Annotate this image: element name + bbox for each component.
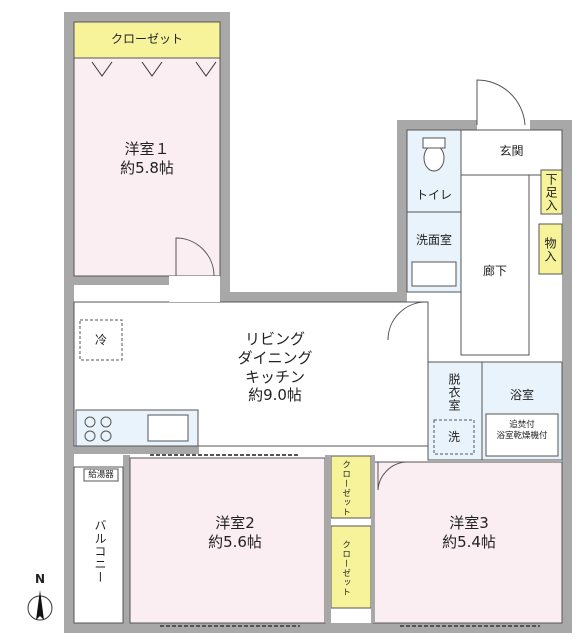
toilet-bowl [423,144,445,172]
western-room-2-floor [129,457,326,624]
western-room-1-floor [73,57,221,277]
storage-box [538,223,563,275]
closet-mid-2-label: クローゼット [340,539,351,597]
toilet-label: トイレ [415,188,452,202]
fridge-space [79,319,123,361]
wash-label: 洗 [447,430,460,444]
closet-door-marks [91,61,217,77]
kitchen-sink [147,414,189,442]
shoe-box-label: 下足入 [544,172,558,212]
water-heater-label: 給湯器 [88,470,114,480]
toilet-tank [422,137,446,149]
balcony-floor [73,466,124,624]
western-room-1-size: 約5.8帖 [120,158,174,177]
compass-icon [27,590,53,621]
washer-space [433,419,475,455]
western-room-1-label: 洋室１ 約5.8帖 [74,140,220,178]
bath-dryer-line1: 追焚付 [509,420,535,430]
western-room-2-size: 約5.6帖 [208,532,262,551]
western-room-3-label: 洋室3 約5.4帖 [404,514,534,552]
washroom-label: 洗面室 [415,233,452,247]
closet-top-box [73,21,221,59]
entry-door-swing [476,79,526,126]
entrance-floor [460,129,563,176]
closet-mid-2-box [330,525,372,609]
western-room-2-label: 洋室2 約5.6帖 [170,514,300,552]
hallway-floor [460,174,530,356]
closet-top-label: クローゼット [110,32,183,46]
window-marks [150,454,540,627]
western-room-1-name: 洋室１ [124,140,170,158]
ldk-line1: リビング [244,330,305,348]
water-heater-box [83,468,119,482]
closet-mid-1-label: クローゼット [340,460,351,517]
western-room-3-size: 約5.4帖 [442,532,496,551]
fridge-label: 冷 [94,333,107,347]
western-room-3-name: 洋室3 [449,514,489,532]
bath-dryer-panel [485,413,559,457]
stove-burners [84,416,112,442]
ldk-line3: キッチン [244,367,305,386]
entrance-label: 玄関 [499,144,524,158]
wash-basin [411,261,457,287]
closet-divider-wall [325,455,331,623]
bath-dryer-label: 追焚付 浴室乾燥機付 [486,420,558,441]
door-swings [175,237,427,491]
walls [64,12,572,633]
western-room-2-name: 洋室2 [215,514,255,532]
western-room-3-floor [372,461,563,624]
ldk-label: リビング ダイニング キッチン 約9.0帖 [200,330,350,405]
shoe-box [540,169,563,215]
hallway-label: 廊下 [482,264,507,278]
storage-label: 物入 [543,237,557,263]
bathroom-label: 浴室 [509,388,534,402]
balcony-label: バルコニー [93,518,107,584]
ldk-upper-floor [169,276,220,302]
bath-dryer-line2: 浴室乾燥機付 [496,430,548,441]
ldk-line2: ダイニング [237,348,313,367]
ldk-size: 約9.0帖 [248,386,302,405]
dressing-label: 脱衣室 [447,372,461,412]
closet-mid-1-box [330,455,372,519]
compass-label: N [34,572,46,586]
closet-divider-wall-2 [371,455,375,623]
dressing-floor [427,361,483,461]
